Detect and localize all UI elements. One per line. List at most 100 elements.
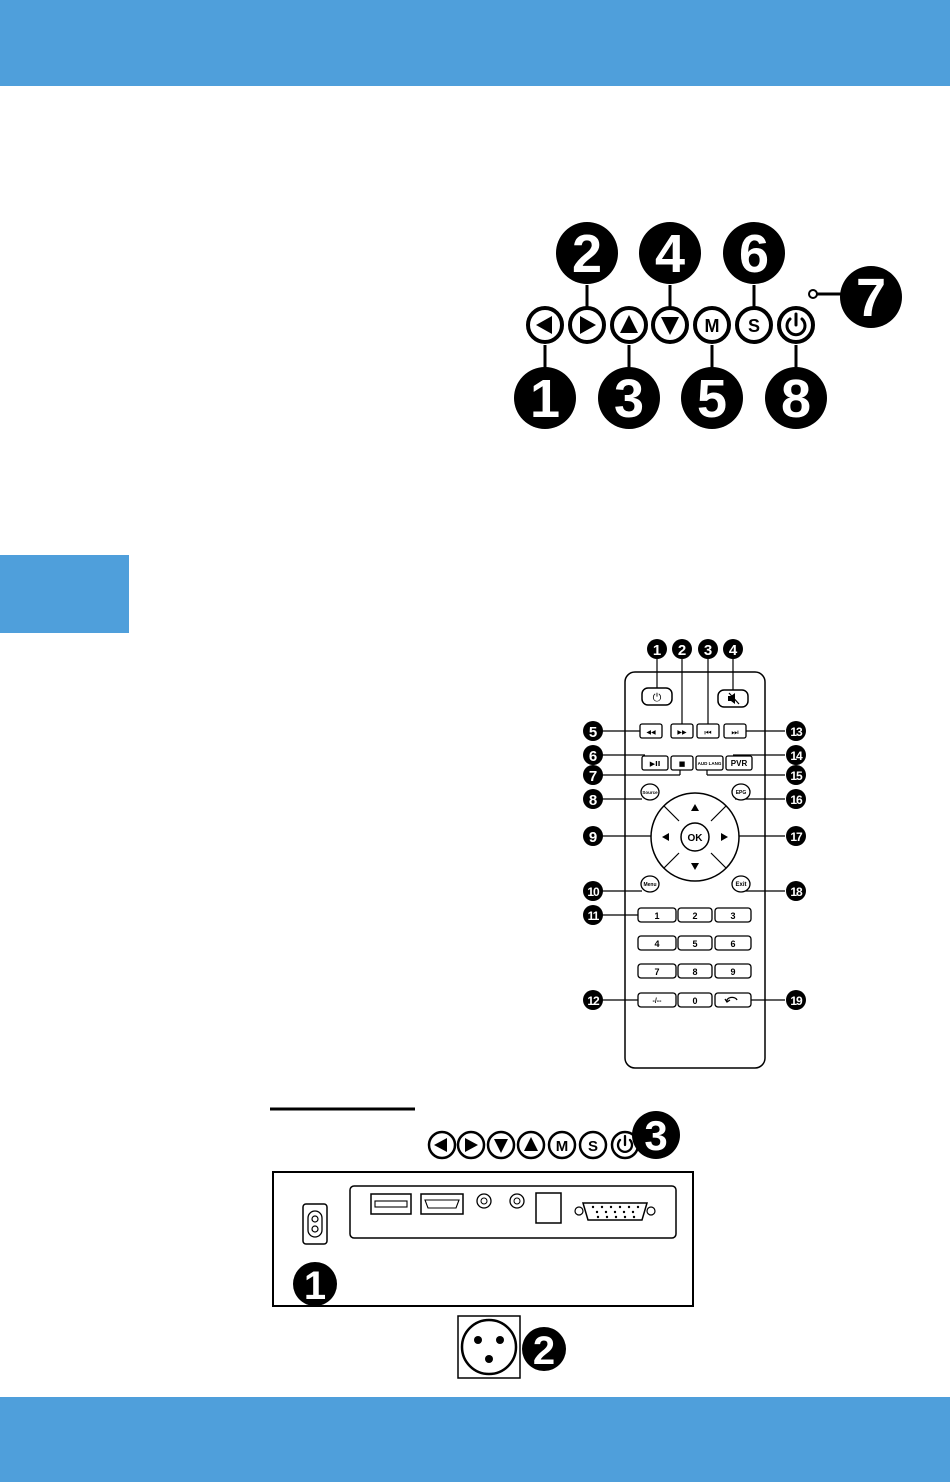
svg-text:7: 7	[856, 268, 886, 328]
svg-text:6: 6	[730, 939, 735, 949]
header-band	[0, 0, 950, 86]
remote-digit-7[interactable]: 7	[638, 964, 676, 978]
svg-text:2: 2	[692, 911, 697, 921]
panel-button-source[interactable]: S	[737, 308, 771, 342]
callout-7: 7	[840, 266, 902, 328]
remote-epg-button[interactable]: EPG	[732, 784, 750, 800]
remote-pvr-button[interactable]: PVR	[726, 756, 752, 770]
remote-callout-4: 4	[723, 639, 743, 659]
panel-button-down[interactable]	[653, 308, 687, 342]
svg-text:4: 4	[729, 642, 738, 659]
remote-menu-button[interactable]: Menu	[641, 876, 659, 892]
remote-callout-1: 1	[647, 639, 667, 659]
remote-digit-2[interactable]: 2	[678, 908, 712, 922]
svg-text:▶▶: ▶▶	[677, 729, 687, 736]
panel-source-label: S	[748, 316, 760, 336]
svg-text:AUD LANG: AUD LANG	[698, 761, 722, 766]
remote-source-button[interactable]: Source	[641, 784, 659, 800]
svg-text:M: M	[556, 1138, 569, 1155]
remote-callout-14: 14	[786, 745, 806, 765]
remote-callout-2: 2	[672, 639, 692, 659]
remote-digit-3[interactable]: 3	[715, 908, 751, 922]
remote-digit-4[interactable]: 4	[638, 936, 676, 950]
headphone-jack-icon	[477, 1194, 491, 1208]
callout-3: 3	[598, 367, 660, 429]
xlr-connector-icon	[458, 1316, 520, 1378]
svg-text:PVR: PVR	[731, 759, 748, 768]
panel-button-left[interactable]	[528, 308, 562, 342]
remote-digit-6[interactable]: 6	[715, 936, 751, 950]
remote-digit-5[interactable]: 5	[678, 936, 712, 950]
power-inlet-icon	[303, 1204, 327, 1244]
remote-next-button[interactable]: ⏭	[724, 724, 746, 738]
remote-dpad: OK	[651, 793, 739, 881]
remote-digit-8[interactable]: 8	[678, 964, 712, 978]
remote-rewind-button[interactable]: ◀◀	[640, 724, 662, 738]
optical-port-icon	[536, 1193, 561, 1223]
panel-button-right[interactable]	[570, 308, 604, 342]
svg-text:2: 2	[678, 642, 686, 659]
back-button-left[interactable]	[429, 1132, 455, 1158]
remote-ok-button[interactable]: OK	[681, 823, 709, 851]
remote-callout-11: 11	[583, 905, 603, 925]
svg-text:8: 8	[589, 792, 597, 809]
remote-callout-18: 18	[786, 881, 806, 901]
svg-text:3: 3	[614, 369, 644, 429]
svg-text:EPG: EPG	[736, 790, 747, 796]
hdmi-port-icon	[421, 1194, 463, 1214]
svg-text:⏮: ⏮	[704, 728, 711, 737]
panel-buttons-diagram: M S 1 2 3 4 5 6 7 8	[505, 215, 915, 440]
callout-4: 4	[639, 222, 701, 284]
svg-text:7: 7	[589, 768, 597, 785]
remote-callout-16: 16	[786, 789, 806, 809]
back-panel-diagram: M S 3	[265, 1100, 705, 1385]
remote-aud-lang-button[interactable]: AUD LANG	[696, 756, 723, 770]
svg-text:16: 16	[790, 793, 803, 807]
svg-text:10: 10	[587, 885, 600, 899]
remote-play-pause-button[interactable]: ▶II	[642, 756, 668, 770]
panel-menu-label: M	[705, 316, 720, 336]
svg-text:17: 17	[790, 830, 803, 844]
back-button-menu[interactable]: M	[549, 1132, 575, 1158]
svg-text:18: 18	[790, 885, 803, 899]
svg-text:1: 1	[530, 369, 560, 429]
svg-text:1: 1	[304, 1264, 326, 1308]
panel-button-up[interactable]	[612, 308, 646, 342]
svg-text:OK: OK	[688, 833, 704, 844]
usb-port-icon	[371, 1194, 411, 1214]
remote-callout-5: 5	[583, 721, 603, 741]
remote-recall-button[interactable]	[715, 993, 751, 1007]
remote-callout-8: 8	[583, 789, 603, 809]
back-button-down[interactable]	[488, 1132, 514, 1158]
remote-stop-button[interactable]: ■	[671, 756, 693, 770]
back-button-right[interactable]	[458, 1132, 484, 1158]
svg-text:19: 19	[790, 994, 803, 1008]
remote-dash-button[interactable]: -/--	[638, 993, 676, 1007]
svg-text:5: 5	[692, 939, 697, 949]
back-button-up[interactable]	[518, 1132, 544, 1158]
svg-text:3: 3	[644, 1112, 667, 1159]
panel-button-menu[interactable]: M	[695, 308, 729, 342]
remote-exit-button[interactable]: Exit	[732, 876, 750, 892]
remote-prev-button[interactable]: ⏮	[697, 724, 719, 738]
svg-text:4: 4	[655, 224, 685, 284]
svg-text:2: 2	[533, 1329, 555, 1373]
remote-digit-9[interactable]: 9	[715, 964, 751, 978]
remote-callout-6: 6	[583, 745, 603, 765]
vga-port-icon	[575, 1203, 655, 1220]
svg-text:1: 1	[653, 642, 661, 659]
svg-text:6: 6	[739, 224, 769, 284]
callout-1: 1	[514, 367, 576, 429]
back-button-source[interactable]: S	[580, 1132, 606, 1158]
remote-digit-1[interactable]: 1	[638, 908, 676, 922]
audio-jack-icon	[510, 1194, 524, 1208]
svg-text:5: 5	[589, 724, 597, 741]
svg-text:■: ■	[679, 760, 686, 768]
remote-callout-15: 15	[786, 765, 806, 785]
remote-forward-button[interactable]: ▶▶	[671, 724, 693, 738]
remote-digit-0[interactable]: 0	[678, 993, 712, 1007]
remote-mute-button[interactable]	[718, 690, 748, 707]
callout-6: 6	[723, 222, 785, 284]
remote-power-button[interactable]: ⏻	[642, 688, 672, 705]
panel-button-power[interactable]	[779, 308, 813, 342]
